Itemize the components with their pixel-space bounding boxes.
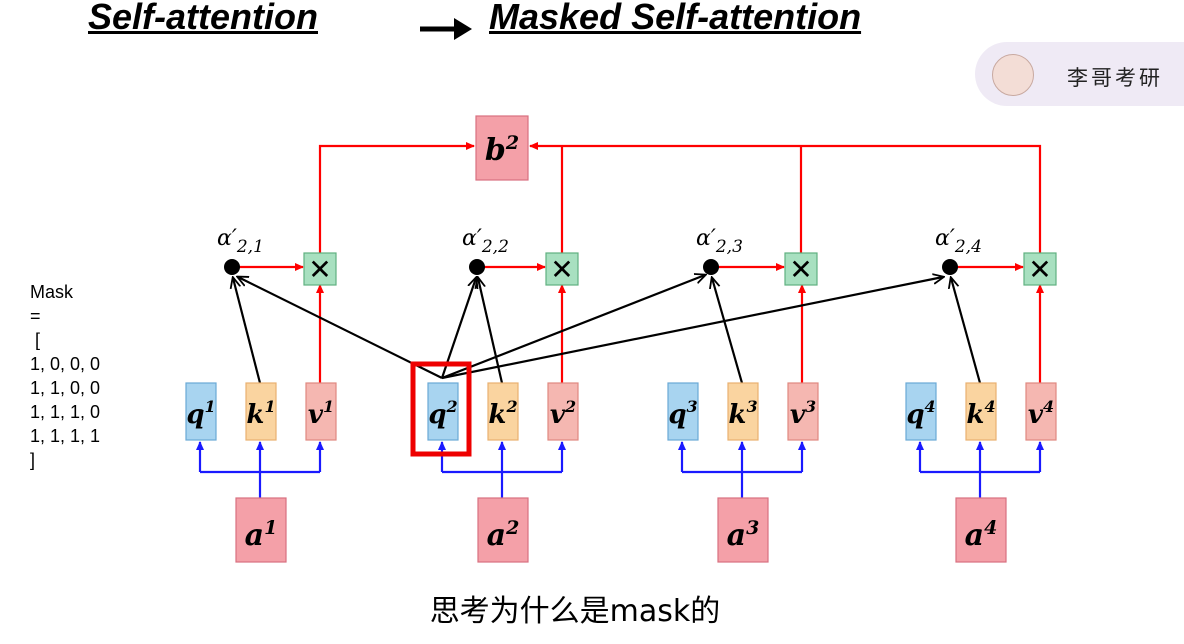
- value-node: [305, 382, 337, 441]
- mask-label: Mask: [30, 282, 74, 302]
- key-label: k1: [246, 397, 275, 430]
- output-label: b2: [485, 132, 519, 168]
- attention-weight-label: α′2,4: [935, 226, 982, 257]
- red-arrow: [318, 142, 475, 253]
- mask-row: 1, 1, 0, 0: [30, 378, 101, 398]
- query-label: q4: [906, 397, 935, 430]
- black-arrow: [712, 278, 744, 384]
- nodes: b2 q1 k1 v1 a1 ✕ α′2,1 q2 k2 v2 a2 ✕ α′2,2 q3 k3 v3 a3 ✕ α…: [185, 115, 1057, 563]
- footer-caption: 思考为什么是mask的: [429, 594, 721, 629]
- black-arrow: [233, 278, 262, 384]
- value-node: [547, 382, 579, 441]
- black-arrow: [441, 277, 943, 380]
- attention-weight-label: α′2,2: [462, 226, 509, 257]
- key-node: [487, 382, 519, 441]
- query-node: [667, 382, 699, 441]
- multiply-node: [1023, 252, 1057, 286]
- query-label: q3: [668, 397, 697, 430]
- key-node: [245, 382, 277, 441]
- value-node: [787, 382, 819, 441]
- black-arrow: [440, 278, 476, 379]
- key-node: [727, 382, 759, 441]
- query-highlight-box: [410, 361, 472, 457]
- output-node: [475, 115, 529, 181]
- input-node: [717, 497, 769, 563]
- query-label: q1: [186, 397, 215, 430]
- query-node: [185, 382, 217, 441]
- input-node: [235, 497, 287, 563]
- key-label: k3: [728, 397, 757, 430]
- author-name: 李哥考研: [1067, 66, 1163, 90]
- attention-weight-label: α′2,3: [696, 226, 743, 257]
- mask-matrix: Mask = [1, 0, 0, 0 1, 1, 0, 0 1, 1, 1, 0 1, …: [30, 280, 100, 472]
- input-node: [955, 497, 1007, 563]
- attention-dot: [469, 259, 485, 275]
- multiply-node: [784, 252, 818, 286]
- mask-row: 1, 0, 0, 0: [30, 354, 101, 374]
- mask-close-bracket: ]: [30, 450, 36, 470]
- author-badge: 李哥考研: [975, 42, 1184, 106]
- mask-open-bracket: [: [30, 330, 41, 350]
- black-arrow: [478, 278, 504, 384]
- multiply-icon: ✕: [550, 253, 573, 286]
- query-node: [905, 382, 937, 441]
- value-label: v2: [550, 397, 576, 430]
- input-label: a3: [727, 517, 760, 553]
- red-arrow: [529, 142, 1042, 253]
- mask-row: 1, 1, 1, 0: [30, 402, 101, 422]
- black-arrow: [441, 275, 705, 380]
- multiply-icon: ✕: [1028, 253, 1051, 286]
- key-label: k4: [966, 397, 995, 430]
- multiply-icon: ✕: [308, 253, 331, 286]
- attention-dot: [224, 259, 240, 275]
- multiply-icon: ✕: [789, 253, 812, 286]
- connectors: [196, 142, 1044, 498]
- input-node: [477, 497, 529, 563]
- key-node: [965, 382, 997, 441]
- attention-dot: [942, 259, 958, 275]
- value-label: v1: [308, 397, 334, 430]
- title-self-attention: Self-attention: [88, 0, 318, 37]
- mask-equals: =: [30, 306, 41, 326]
- value-node: [1025, 382, 1057, 441]
- attention-weight-label: α′2,1: [217, 226, 264, 257]
- key-label: k2: [488, 397, 517, 430]
- query-label: q2: [428, 397, 457, 430]
- input-label: a4: [965, 517, 998, 553]
- input-label: a1: [245, 517, 278, 553]
- multiply-node: [545, 252, 579, 286]
- black-arrow: [951, 278, 982, 384]
- value-label: v4: [1028, 397, 1054, 430]
- black-arrow: [238, 277, 443, 379]
- right-arrow-icon: [420, 18, 472, 40]
- avatar: [992, 54, 1034, 96]
- mask-row: 1, 1, 1, 1: [30, 426, 101, 446]
- attention-dot: [703, 259, 719, 275]
- value-label: v3: [790, 397, 816, 430]
- multiply-node: [303, 252, 337, 286]
- query-node: [427, 382, 459, 441]
- title-masked-self-attention: Masked Self-attention: [489, 0, 862, 37]
- input-label: a2: [487, 517, 520, 553]
